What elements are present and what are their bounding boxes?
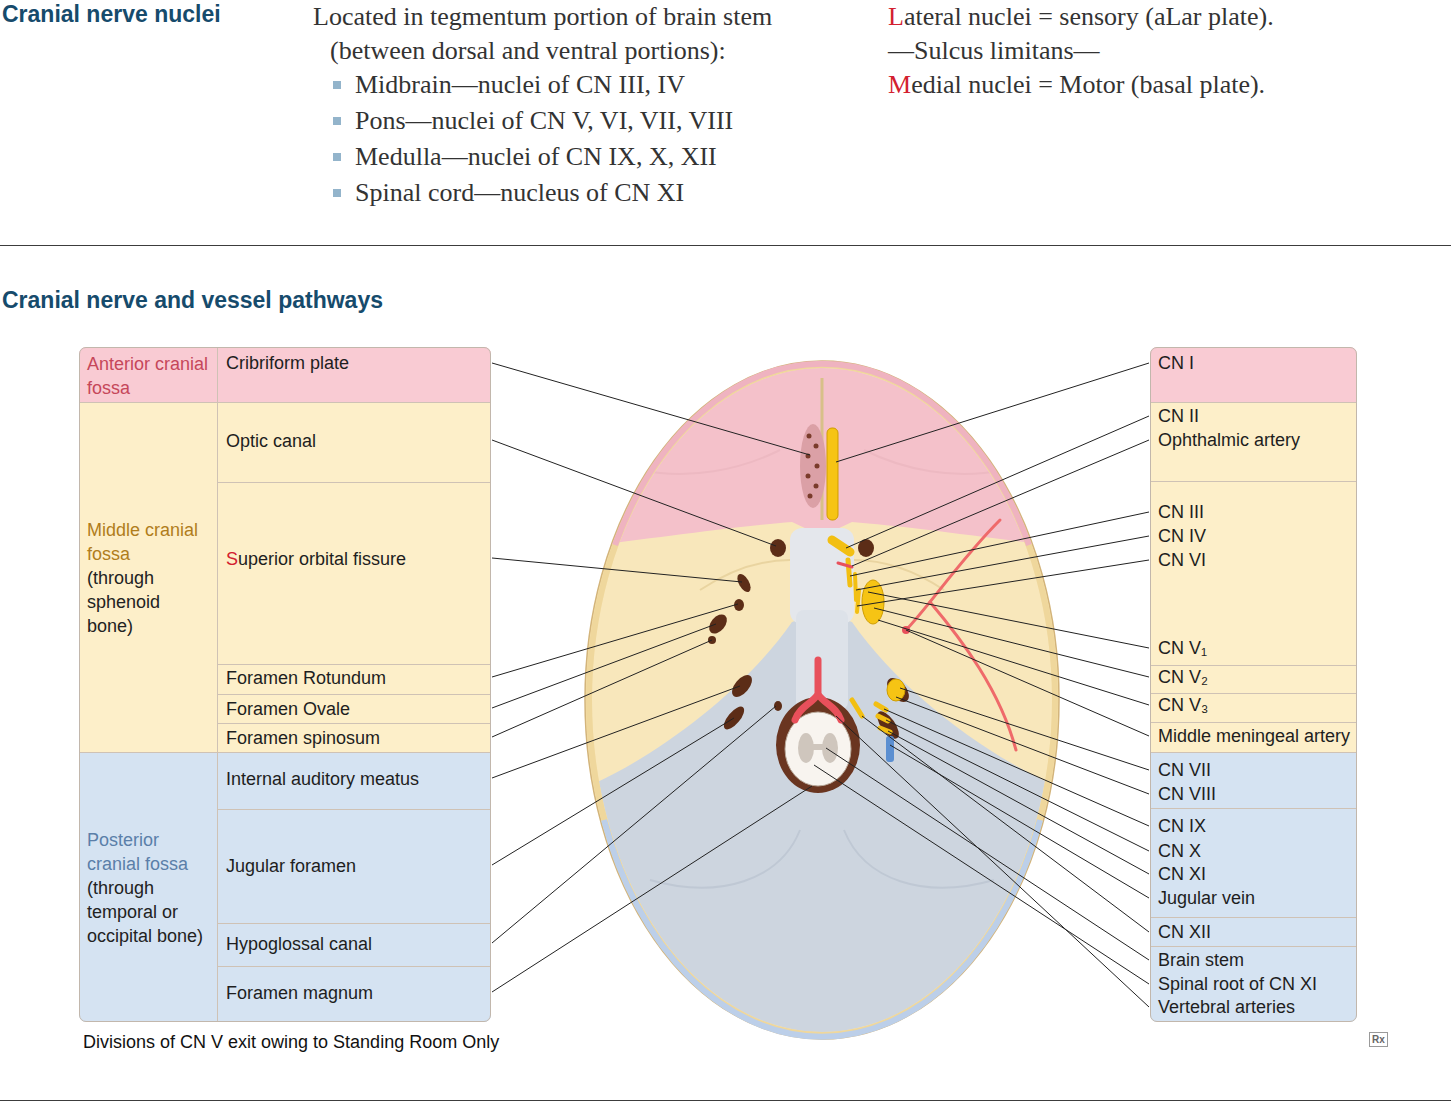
section-heading: Cranial nerve and vessel pathways: [2, 286, 383, 314]
structure-label: Jugular vein: [1158, 887, 1351, 909]
foramen-cell: Internal auditory meatus: [217, 753, 491, 809]
structure-label: CN VIII: [1158, 783, 1351, 805]
cranial-fossae: [575, 350, 1070, 1060]
note-text: Medial nuclei = Motor (basal plate).: [888, 68, 1265, 102]
structure-label: CN IV: [1158, 525, 1351, 547]
structure-cell: CN I: [1150, 347, 1357, 402]
structure-label: CN VI: [1158, 549, 1351, 571]
table-panel: CN ICN IIOphthalmic arteryCN IIICN IVCN …: [1150, 347, 1357, 1022]
structure-label: Ophthalmic artery: [1158, 429, 1351, 451]
section-rule: [0, 245, 1451, 246]
logo-mark: Rx: [1369, 1032, 1388, 1047]
structure-cell: CN V₃: [1150, 693, 1357, 722]
structure-label: Vertebral arteries: [1158, 996, 1351, 1018]
foramen-cell: Cribriform plate: [217, 347, 491, 402]
structure-label: CN III: [1158, 501, 1351, 523]
foramen-label: Optic canal: [226, 430, 486, 452]
structure-label: CN X: [1158, 840, 1351, 862]
facial-vestibulocochlear-nerves: [887, 679, 905, 701]
fossa-label-group: Posterior cranial fossa(through temporal…: [79, 828, 217, 948]
fossa-label-group: Anterior cranial fossa: [79, 352, 217, 400]
fossa-band: Middle cranial fossa(through sphenoid bo…: [79, 402, 491, 752]
foramen-cell: Superior orbital fissure: [217, 482, 491, 664]
structure-label: CN VII: [1158, 759, 1351, 781]
jugular-vein: [886, 736, 894, 762]
structure-cell: Brain stemSpinal root of CN XIVertebral …: [1150, 946, 1357, 1022]
foramen-label: Foramen magnum: [226, 982, 486, 1004]
structure-cell: CN IX CN XCN XIJugular vein: [1150, 808, 1357, 917]
foramen-cell: Foramen Rotundum: [217, 664, 491, 694]
structure-label: CN XI: [1158, 863, 1351, 885]
structure-label: CN IX: [1158, 815, 1351, 837]
body-text: Located in tegmentum portion of brain st…: [313, 0, 853, 68]
foramen-label: Foramen Ovale: [226, 698, 486, 720]
middle-meningeal-artery: [906, 520, 1016, 750]
structure-label: CN I: [1158, 352, 1351, 374]
structure-cell: CN V₂: [1150, 665, 1357, 693]
fossa-band: Anterior cranial fossa Cribriform plate: [79, 347, 491, 402]
fossa-label-group: Middle cranial fossa(through sphenoid bo…: [79, 518, 217, 638]
foramen-cell: Foramen magnum: [217, 966, 491, 1022]
section-heading: Cranial nerve nuclei: [2, 0, 221, 28]
structure-label: Spinal root of CN XI: [1158, 973, 1351, 995]
structure-cell: CN XII: [1150, 917, 1357, 946]
fossa-label: (through temporal or occipital bone): [87, 876, 209, 948]
note-text: Lateral nuclei = sensory (aLar plate).: [888, 0, 1274, 34]
cribriform-plate: [800, 424, 826, 508]
foramen-label: Jugular foramen: [226, 855, 486, 877]
structure-label: CN V₃: [1158, 694, 1351, 716]
foramen-label: Foramen spinosum: [226, 727, 486, 749]
structure-cell: CN VIICN VIII: [1150, 752, 1357, 808]
note-text: —Sulcus limitans—: [888, 34, 1100, 68]
structure-label: Middle meningeal artery: [1158, 725, 1351, 747]
foramen-cell: Jugular foramen: [217, 809, 491, 923]
fossa-label: Middle cranial fossa: [87, 518, 209, 566]
foramen-label: Hypoglossal canal: [226, 933, 486, 955]
foramen-cell: Hypoglossal canal: [217, 923, 491, 966]
structure-label: CN V₂: [1158, 666, 1351, 688]
foramen-cell: Optic canal: [217, 403, 491, 482]
structure-label: CN XII: [1158, 921, 1351, 943]
foramen-label: Superior orbital fissure: [226, 548, 486, 570]
structure-label: Brain stem: [1158, 949, 1351, 971]
olfactory-nerve: [827, 428, 838, 520]
foramen-cell: Foramen spinosum: [217, 723, 491, 753]
table-panel: Anterior cranial fossa Cribriform plateMi…: [79, 347, 491, 1022]
foramen-magnum: [776, 697, 860, 793]
vertebral-basilar-arteries: [795, 660, 841, 720]
structure-cell: CN IIOphthalmic artery: [1150, 402, 1357, 481]
structure-label: CN II: [1158, 405, 1351, 427]
foramen-label: Cribriform plate: [226, 352, 486, 374]
cribriform-foramina: [806, 434, 820, 499]
fossa-band: Posterior cranial fossa(through temporal…: [79, 752, 491, 1022]
bullet-item: Midbrain—nuclei of CN III, IV: [333, 68, 685, 102]
section-rule: [0, 1100, 1451, 1101]
bullet-item: Medulla—nuclei of CN IX, X, XII: [333, 140, 717, 174]
fossa-label: Anterior cranial fossa: [87, 352, 209, 400]
foramen-cell: Foramen Ovale: [217, 694, 491, 723]
structure-cell: CN IIICN IVCN VI CN V₁: [1150, 481, 1357, 665]
foramen-label: Internal auditory meatus: [226, 768, 486, 790]
caption-text: Divisions of CN V exit owing to Standing…: [83, 1031, 499, 1053]
structure-cell: Middle meningeal artery: [1150, 722, 1357, 752]
foramen-label: Foramen Rotundum: [226, 667, 486, 689]
fossa-label: (through sphenoid bone): [87, 566, 209, 638]
fossa-label: Posterior cranial fossa: [87, 828, 209, 876]
structure-label: CN V₁: [1158, 637, 1351, 659]
bullet-item: Pons—nuclei of CN V, VI, VII, VIII: [333, 104, 733, 138]
bullet-item: Spinal cord—nucleus of CN XI: [333, 176, 684, 210]
